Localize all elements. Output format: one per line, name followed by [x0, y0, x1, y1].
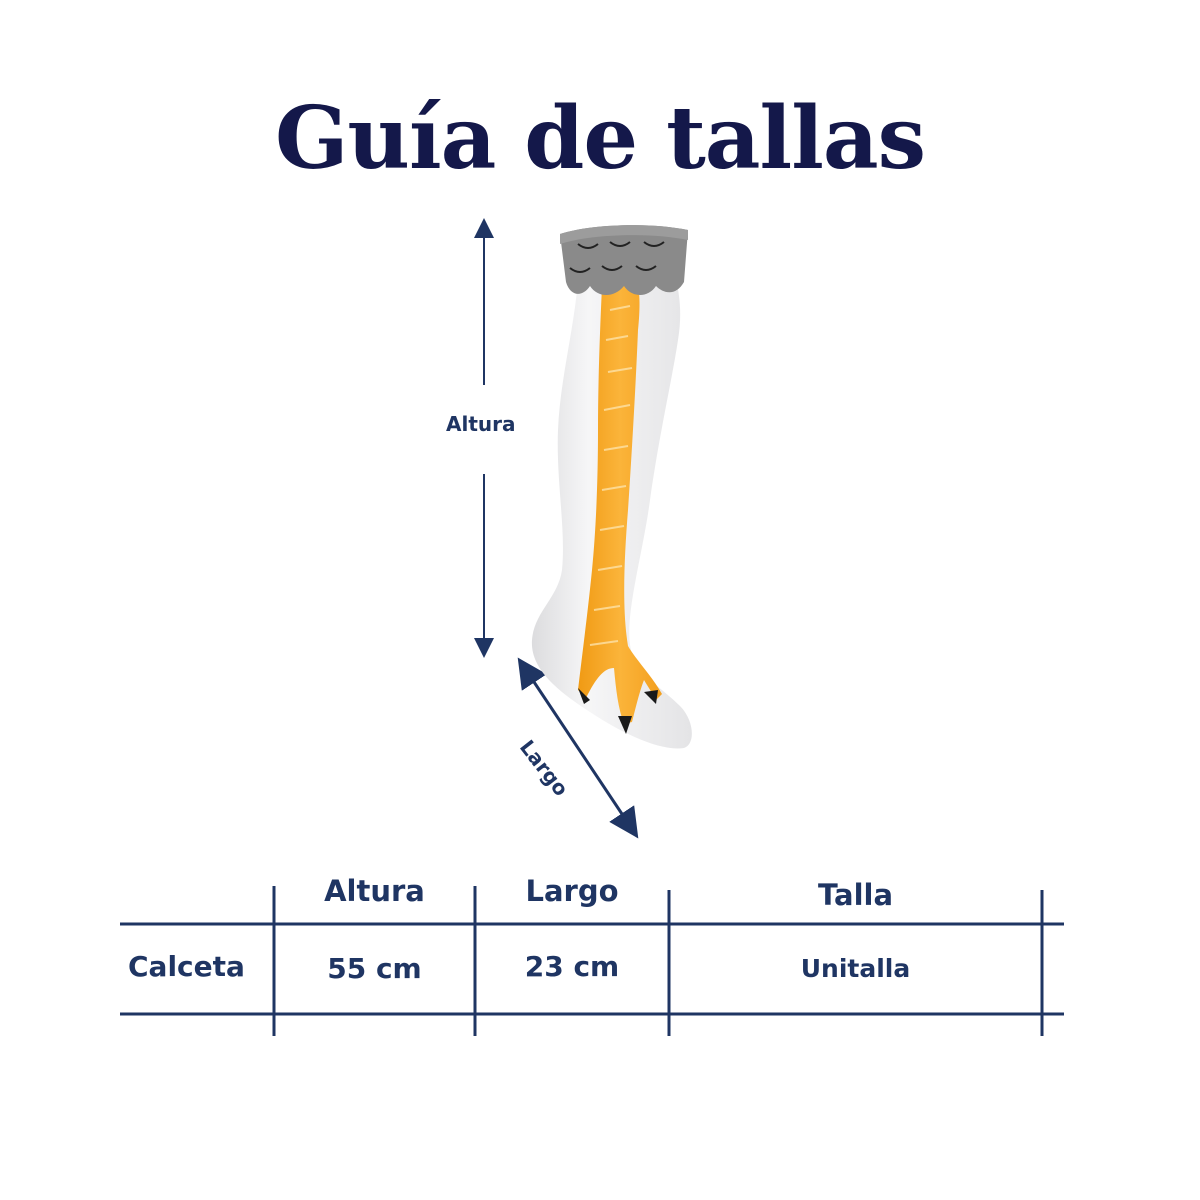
value-altura: 55 cm — [327, 952, 422, 985]
chicken-leg-sock — [531, 225, 692, 749]
length-arrow — [517, 657, 639, 839]
sock-diagram — [474, 218, 692, 839]
header-altura: Altura — [324, 874, 425, 908]
scale-texture — [589, 305, 633, 646]
claw-icon — [618, 716, 632, 734]
row-label-calceta: Calceta — [128, 950, 245, 983]
claw-icon — [644, 690, 658, 704]
value-talla: Unitalla — [800, 954, 911, 983]
header-largo: Largo — [525, 874, 619, 908]
header-talla: Talla — [817, 878, 894, 912]
size-table: Altura Largo Talla Calceta 55 cm 23 cm U… — [0, 860, 1200, 1060]
feather-marks — [569, 241, 665, 273]
page-title: Guía de tallas — [274, 88, 926, 189]
sock-cuff — [560, 225, 688, 295]
value-largo: 23 cm — [524, 950, 620, 983]
table-grid — [120, 886, 1064, 1036]
claw-icon — [578, 688, 590, 704]
height-label: Altura — [446, 412, 516, 436]
